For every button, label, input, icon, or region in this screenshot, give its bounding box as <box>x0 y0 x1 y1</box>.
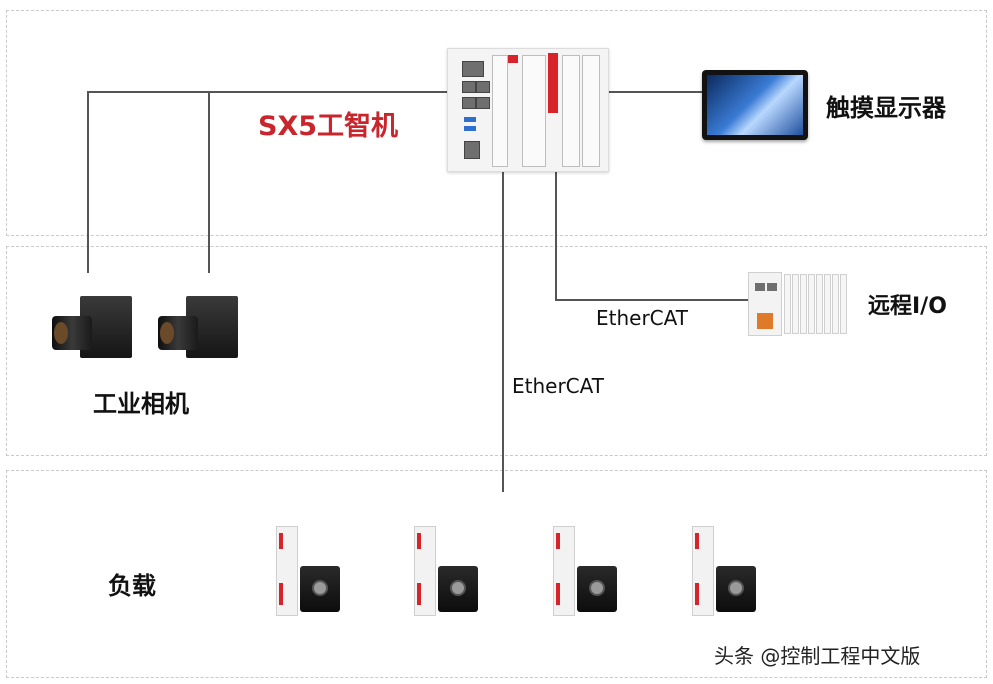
watermark-text: 头条 @控制工程中文版 <box>714 644 921 668</box>
load-zone <box>6 470 987 678</box>
camera1-drop-line <box>87 91 89 273</box>
io-ethercat-horizontal-line <box>555 299 748 301</box>
servo-drive-3-image <box>553 526 617 616</box>
servo-drive-4-image <box>692 526 756 616</box>
controller-label: SX5工智机 <box>258 111 399 142</box>
load-label: 负载 <box>108 572 156 600</box>
touch-display-image <box>702 70 808 140</box>
sx5-controller <box>447 48 609 172</box>
ethercat-io-label: EtherCAT <box>596 306 688 330</box>
remote-io-label: 远程I/O <box>868 294 947 319</box>
servo-drive-2-image <box>414 526 478 616</box>
ethercat-load-label: EtherCAT <box>512 374 604 398</box>
camera2-drop-line <box>208 91 210 273</box>
remote-io-image <box>748 272 852 336</box>
camera-bus-line <box>87 91 447 93</box>
device-zone <box>6 246 987 456</box>
controller-zone <box>6 10 987 236</box>
industrial-camera-label: 工业相机 <box>93 390 189 418</box>
io-ethercat-vertical-line <box>555 170 557 300</box>
industrial-camera-1-image <box>52 296 132 366</box>
industrial-camera-2-image <box>158 296 238 366</box>
load-ethercat-line <box>502 170 504 492</box>
touch-display-label: 触摸显示器 <box>826 94 946 122</box>
servo-drive-1-image <box>276 526 340 616</box>
display-line <box>607 91 702 93</box>
